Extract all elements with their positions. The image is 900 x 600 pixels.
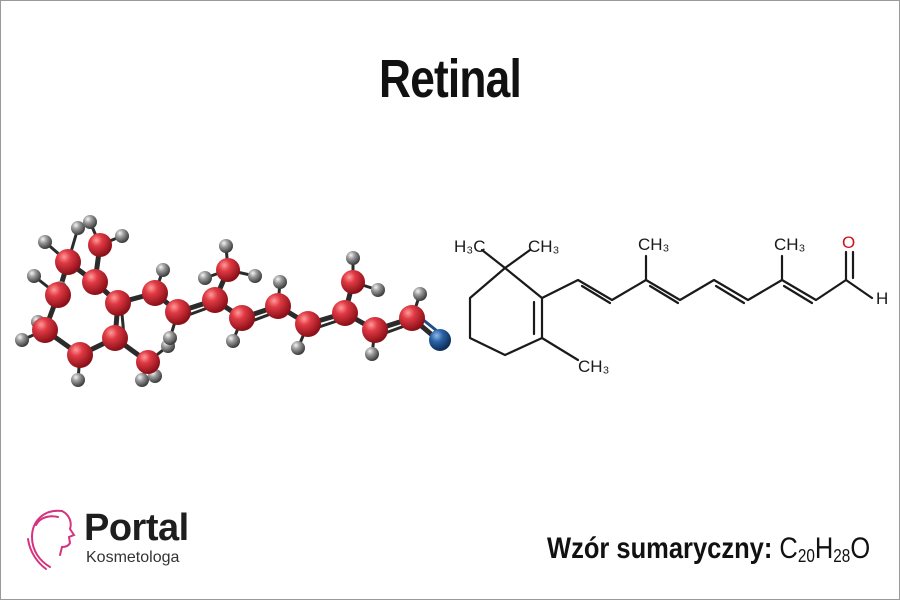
label-ch3-right: CH₃ bbox=[774, 235, 805, 254]
label-ch3-ring-top: CH₃ bbox=[528, 237, 559, 256]
label-h3c-left: H₃C bbox=[454, 237, 485, 256]
portal-kosmetologa-logo[interactable]: Portal Kosmetologa bbox=[22, 505, 222, 575]
carbon-atoms bbox=[32, 233, 425, 374]
ball-and-stick-model bbox=[15, 215, 451, 387]
molecular-formula: Wzór sumaryczny: C20H28O bbox=[547, 532, 870, 566]
logo-name: Portal bbox=[84, 507, 189, 549]
formula-hydrogen-count: 28 bbox=[833, 546, 851, 566]
formula-label: Wzór sumaryczny: bbox=[546, 532, 773, 565]
formula-carbon-count: 20 bbox=[797, 546, 815, 566]
label-ch3-ring-bottom: CH₃ bbox=[578, 357, 609, 376]
formula-hydrogen: H bbox=[814, 532, 834, 565]
oxygen-atom bbox=[429, 329, 451, 351]
face-profile-icon bbox=[27, 509, 76, 570]
label-oxygen: O bbox=[842, 233, 855, 252]
page-title: Retinal bbox=[379, 49, 522, 109]
logo-subtitle: Kosmetologa bbox=[86, 549, 180, 566]
formula-carbon: C bbox=[779, 532, 798, 565]
skeletal-formula bbox=[468, 248, 874, 362]
formula-oxygen: O bbox=[850, 532, 870, 565]
formula-labels: H₃C CH₃ CH₃ CH₃ CH₃ O H bbox=[454, 233, 888, 376]
label-ch3-mid: CH₃ bbox=[638, 235, 669, 254]
label-hydrogen: H bbox=[876, 289, 888, 308]
